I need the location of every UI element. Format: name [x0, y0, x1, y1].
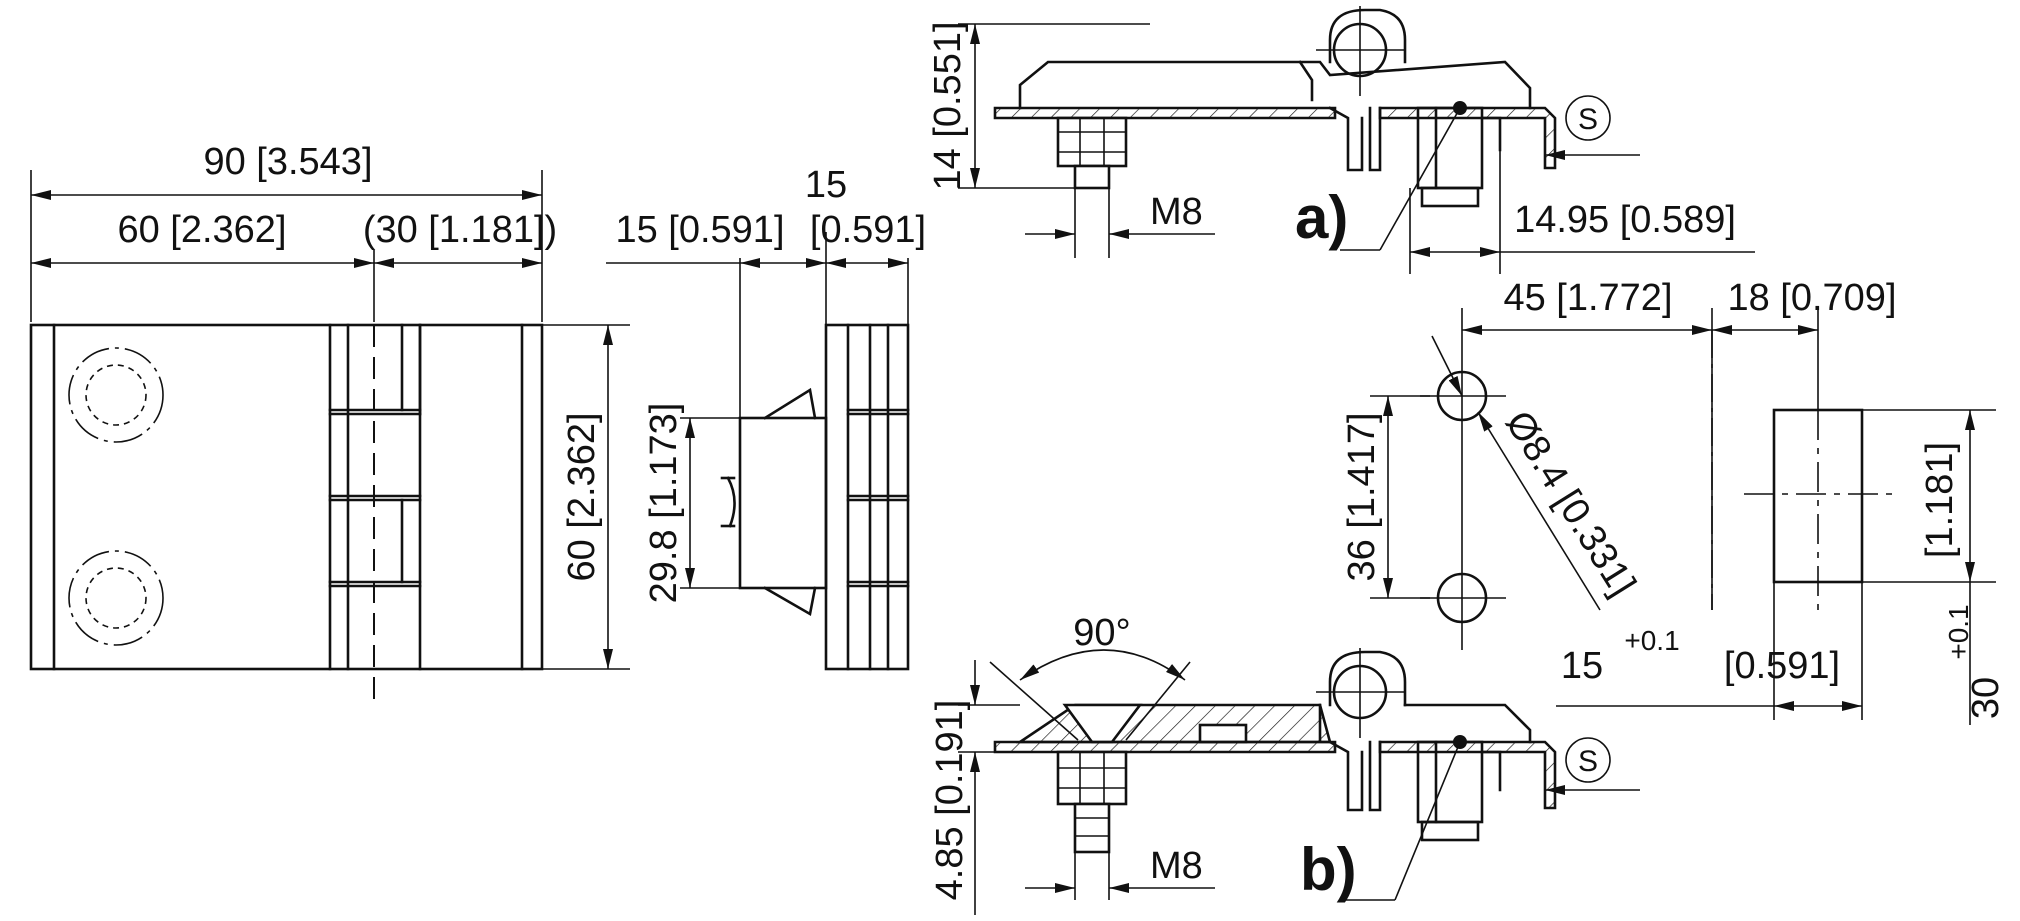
dim-knuckle-width: (30 [1.181])	[363, 209, 557, 251]
dim-right-15: [0.591]	[810, 209, 926, 251]
latch-body	[738, 416, 828, 590]
label-a: a)	[1295, 184, 1348, 251]
dim-left-15: 15 [0.591]	[615, 209, 784, 251]
s-symbol-a: S	[1578, 103, 1598, 136]
thread-b: M8	[1150, 845, 1203, 887]
dim-leaf-width: 60 [2.362]	[117, 209, 286, 251]
dim-18: 18 [0.709]	[1727, 277, 1896, 319]
angle-arc	[1019, 649, 1186, 681]
dim-30-inch: [1.181]	[1919, 442, 1961, 558]
dim-thickness-b: 4.85 [0.191]	[929, 700, 971, 901]
mounting-hole-bottom	[68, 550, 164, 646]
mounting-hole-top	[68, 347, 164, 443]
cutout-pattern: 45 [1.772] 18 [0.709] Ø8.4 [0.331] 36 [1…	[1341, 277, 2007, 725]
dim-36: 36 [1.417]	[1341, 412, 1383, 581]
dim-30-tol: +0.1	[1943, 604, 1974, 659]
dim-45: 45 [1.772]	[1503, 277, 1672, 319]
dim-top-15: 15	[805, 164, 847, 206]
dim-offset-a: 14.95 [0.589]	[1514, 199, 1736, 241]
angle: 90°	[1073, 612, 1130, 654]
s-symbol-circle-b	[1565, 737, 1611, 783]
thread-a: M8	[1150, 191, 1203, 233]
s-symbol-circle-a	[1565, 95, 1611, 141]
dim-30-base: 30	[1965, 677, 2007, 719]
dim-latch: 29.8 [1.173]	[643, 403, 685, 604]
side-view: 15 15 [0.591] [0.591] 29.8 [1.173]	[606, 164, 926, 671]
section-a: 14 [0.551] M8 a)	[927, 6, 1755, 274]
dim-height: 60 [2.362]	[561, 412, 603, 581]
label-b: b)	[1300, 836, 1357, 903]
dim-hole: Ø8.4 [0.331]	[1497, 404, 1643, 604]
dim-15-base: 15	[1561, 645, 1603, 687]
s-symbol-b: S	[1578, 745, 1598, 778]
dim-overall-width: 90 [3.543]	[203, 141, 372, 183]
dim-15-tol: +0.1	[1624, 625, 1679, 656]
section-b: 90° 4.85 [0.191	[929, 612, 1640, 915]
dim-15-inch: [0.591]	[1724, 645, 1840, 687]
dim-thickness-a: 14 [0.551]	[927, 21, 969, 190]
front-view: 90 [3.543] 60 [2.362] (30 [1.181])	[29, 141, 630, 700]
